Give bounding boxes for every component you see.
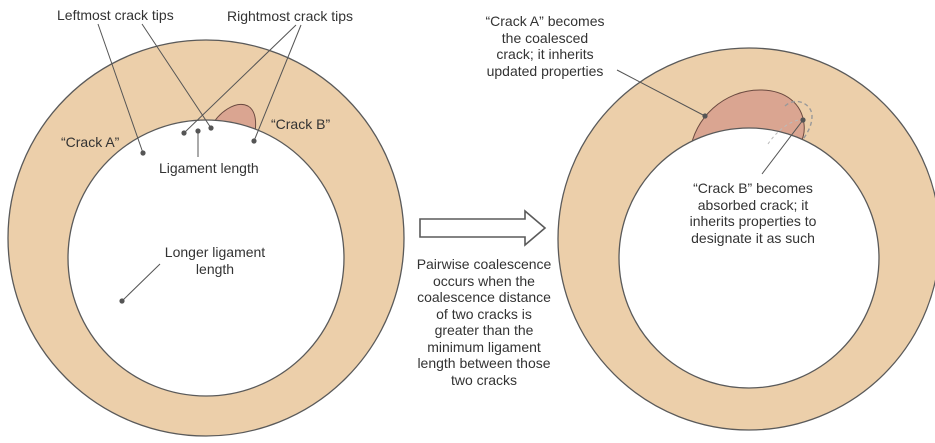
leader-leftmost-tip-b [141,23,212,129]
tip-dot-a-left [140,150,146,156]
left-ring-assembly [7,23,405,437]
tip-dot-a-right [181,130,187,136]
leader-leftmost-tip-a [97,23,144,154]
tip-dot-b-left [208,125,214,131]
absorbed-crack-outline [784,100,813,143]
leader-longer-ligament [121,263,161,302]
tip-dot-longer-ligament [119,298,125,304]
label-crack-a-becomes-coalesced: “Crack A” becomes the coalesced crack; i… [485,13,605,79]
transition-arrow [419,209,547,247]
right-ring-assembly [557,47,935,431]
label-crack-b-becomes-absorbed: “Crack B” becomes absorbed crack; it inh… [689,180,817,246]
leader-rightmost-tip-b [253,24,302,142]
coalescence-description: Pairwise coalescence occurs when the coa… [416,256,552,388]
leader-crack-b-absorbed [761,119,804,175]
dot-coalesced [702,113,708,119]
label-crack-b: “Crack B” [271,116,331,132]
label-rightmost-crack-tips: Rightmost crack tips [227,8,354,24]
label-leftmost-crack-tips: Leftmost crack tips [57,7,174,23]
dot-absorbed [800,117,806,123]
leader-rightmost-tip-a [183,24,297,134]
tip-dot-b-right [251,138,257,144]
tip-dot-ligament [195,128,201,134]
label-crack-a: “Crack A” [61,134,120,150]
right-bore [618,127,880,389]
leader-crack-a-coalesced [616,69,706,117]
label-ligament-length: Ligament length [159,160,259,176]
label-longer-ligament-length: Longer ligament length [164,244,266,277]
